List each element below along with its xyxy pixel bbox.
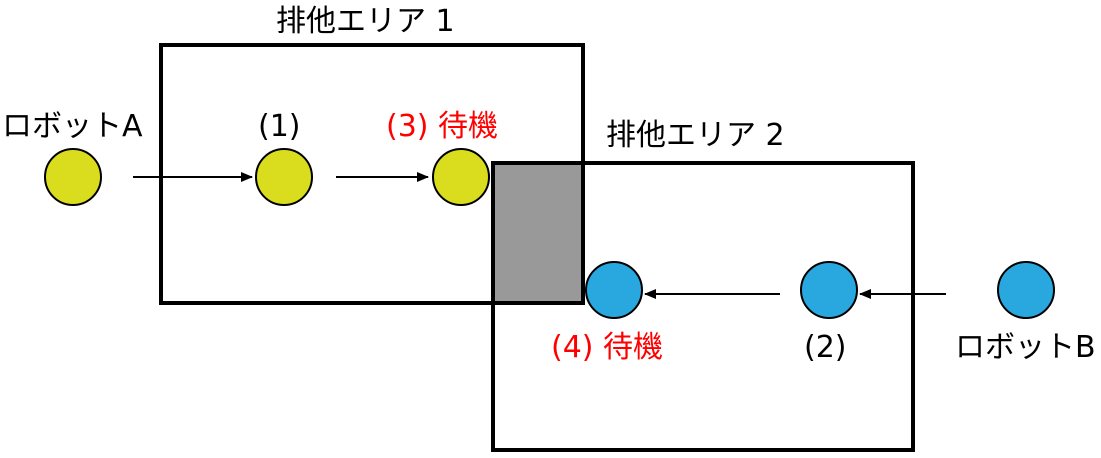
step-1-label: (1) [258, 109, 301, 144]
robot-a-step3-wait-node [432, 148, 490, 206]
robot-b-label: ロボットB [955, 330, 1096, 365]
step-4-wait-label: (4) 待機 [551, 330, 664, 365]
exclusive-area-2-box [491, 161, 915, 452]
step-2-label: (2) [804, 330, 847, 365]
exclusive-area-1-label: 排他エリア 1 [276, 4, 455, 39]
overlap-region [493, 163, 583, 303]
exclusive-area-1-box [159, 43, 585, 305]
step-3-wait-label: (3) 待機 [386, 109, 499, 144]
robot-a-step1-node [255, 148, 313, 206]
robot-a-label: ロボットA [2, 109, 143, 144]
robot-b-step4-wait-node [585, 261, 643, 319]
robot-a-start-node [44, 148, 102, 206]
robot-b-start-node [997, 261, 1055, 319]
robot-b-step2-node [800, 261, 858, 319]
exclusive-area-2-label: 排他エリア 2 [606, 118, 785, 153]
